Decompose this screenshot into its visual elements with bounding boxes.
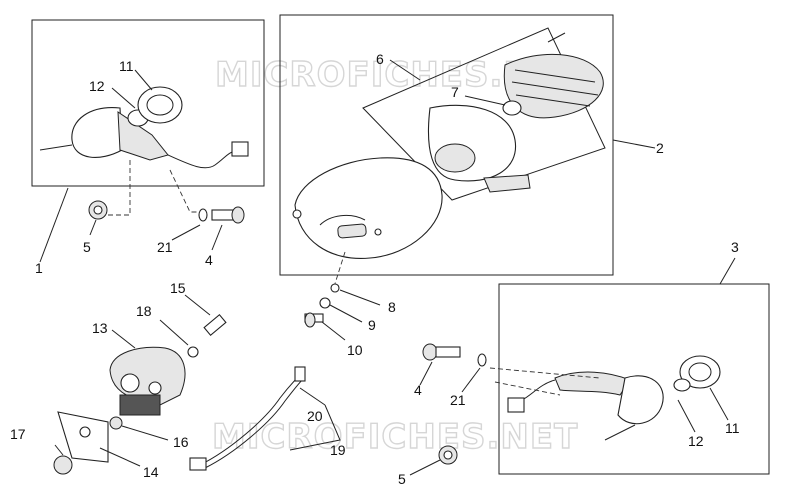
bulb-7 [502,100,522,116]
leader-11b [709,387,729,421]
callout-4-upper: 4 [205,252,213,268]
indicator-wire-right [521,379,556,401]
leader-14 [99,447,141,467]
callout-1: 1 [35,260,43,276]
lens-pattern [511,69,599,107]
bulb-socket-right [679,355,721,389]
connector-right [507,397,525,413]
callout-4-lower: 4 [414,382,422,398]
callout-16: 16 [173,434,189,450]
bracket-hole [79,426,91,438]
leader-7 [464,95,506,106]
indicator-wire-left [167,149,239,169]
callout-7: 7 [451,84,459,100]
plate-light-window-2 [148,381,162,395]
plate-light-bracket [119,394,161,416]
indicator-screw-left [39,144,73,151]
leader-1 [39,187,69,263]
bulb-right [673,378,691,392]
callout-15: 15 [170,280,186,296]
bulb-socket-ring-left [146,94,174,116]
lens-screw [547,32,566,43]
housing-hole-left [292,209,302,219]
tail-light-assembly [292,32,656,260]
callout-3: 3 [731,239,739,255]
leader-16 [121,425,169,441]
plate-light-window-1 [120,373,140,393]
indicator-lens-left [71,107,123,158]
nut-5-upper [88,200,108,236]
callout-9: 9 [368,317,376,333]
callout-5-lower: 5 [398,471,406,487]
guide-line-1 [105,160,131,216]
housing-hole-right [374,228,382,236]
callout-11-upper: 11 [119,58,134,74]
callout-8: 8 [388,299,396,315]
housing-detail [319,214,366,226]
right-indicator-assembly [409,257,736,476]
leader-15 [184,294,211,316]
indicator-screw-right [604,424,636,441]
callout-labels: 1 2 3 4 4 5 5 6 7 8 9 10 11 11 12 12 13 … [10,51,740,487]
callout-18: 18 [136,303,152,319]
tail-light-box [279,14,614,276]
leader-11a [134,69,153,91]
callout-19: 19 [330,442,346,458]
plate-cutout [337,223,367,239]
washer-18 [187,346,199,358]
connector-left [231,141,249,157]
washer-bolt-upper [171,206,245,251]
callout-5-upper: 5 [83,239,91,255]
tail-light-housing [294,157,443,260]
bulb-socket-left [137,86,183,124]
callout-21-lower: 21 [450,392,466,408]
guide-line-2 [169,169,205,213]
callout-17: 17 [10,426,26,442]
leader-12b [677,399,696,433]
guide-line-3 [489,367,601,379]
plate-light-assembly [53,294,227,475]
indicator-lens-right [617,375,664,425]
front-left-indicator-box [31,19,265,187]
fasteners-8-9-10 [304,251,381,341]
bolt-15 [203,313,227,337]
nut-17 [53,455,73,475]
callout-20: 20 [307,408,323,424]
callout-10: 10 [347,342,363,358]
callout-12-lower: 12 [688,433,704,449]
harness-connector [189,457,207,471]
watermark-bottom: MICROFICHES.NET [212,417,578,457]
leader-6 [389,59,421,81]
callout-13: 13 [92,320,108,336]
left-indicator-assembly [39,69,249,263]
indicator-body-right [554,371,631,396]
reflector-body [427,104,517,182]
reflector-pad [483,174,531,193]
guide-line-4 [494,381,561,396]
callout-2: 2 [656,140,664,156]
leader-18 [159,319,189,346]
callout-11-lower: 11 [725,420,740,436]
harness-terminal [294,366,306,382]
leader-2 [612,139,656,149]
leader-20 [299,387,326,406]
leader-19 [289,404,341,451]
leader-17 [54,444,64,456]
leader-13 [111,329,136,349]
bulb-socket-tail [434,143,476,173]
callout-21-upper: 21 [157,239,173,255]
rear-right-indicator-box [498,283,770,475]
callout-6: 6 [376,51,384,67]
wire-harness [189,366,341,471]
callout-12-upper: 12 [89,78,105,94]
leader-3 [719,257,736,285]
nut-16 [109,416,123,430]
callout-14: 14 [143,464,159,480]
leader-12a [111,87,136,109]
